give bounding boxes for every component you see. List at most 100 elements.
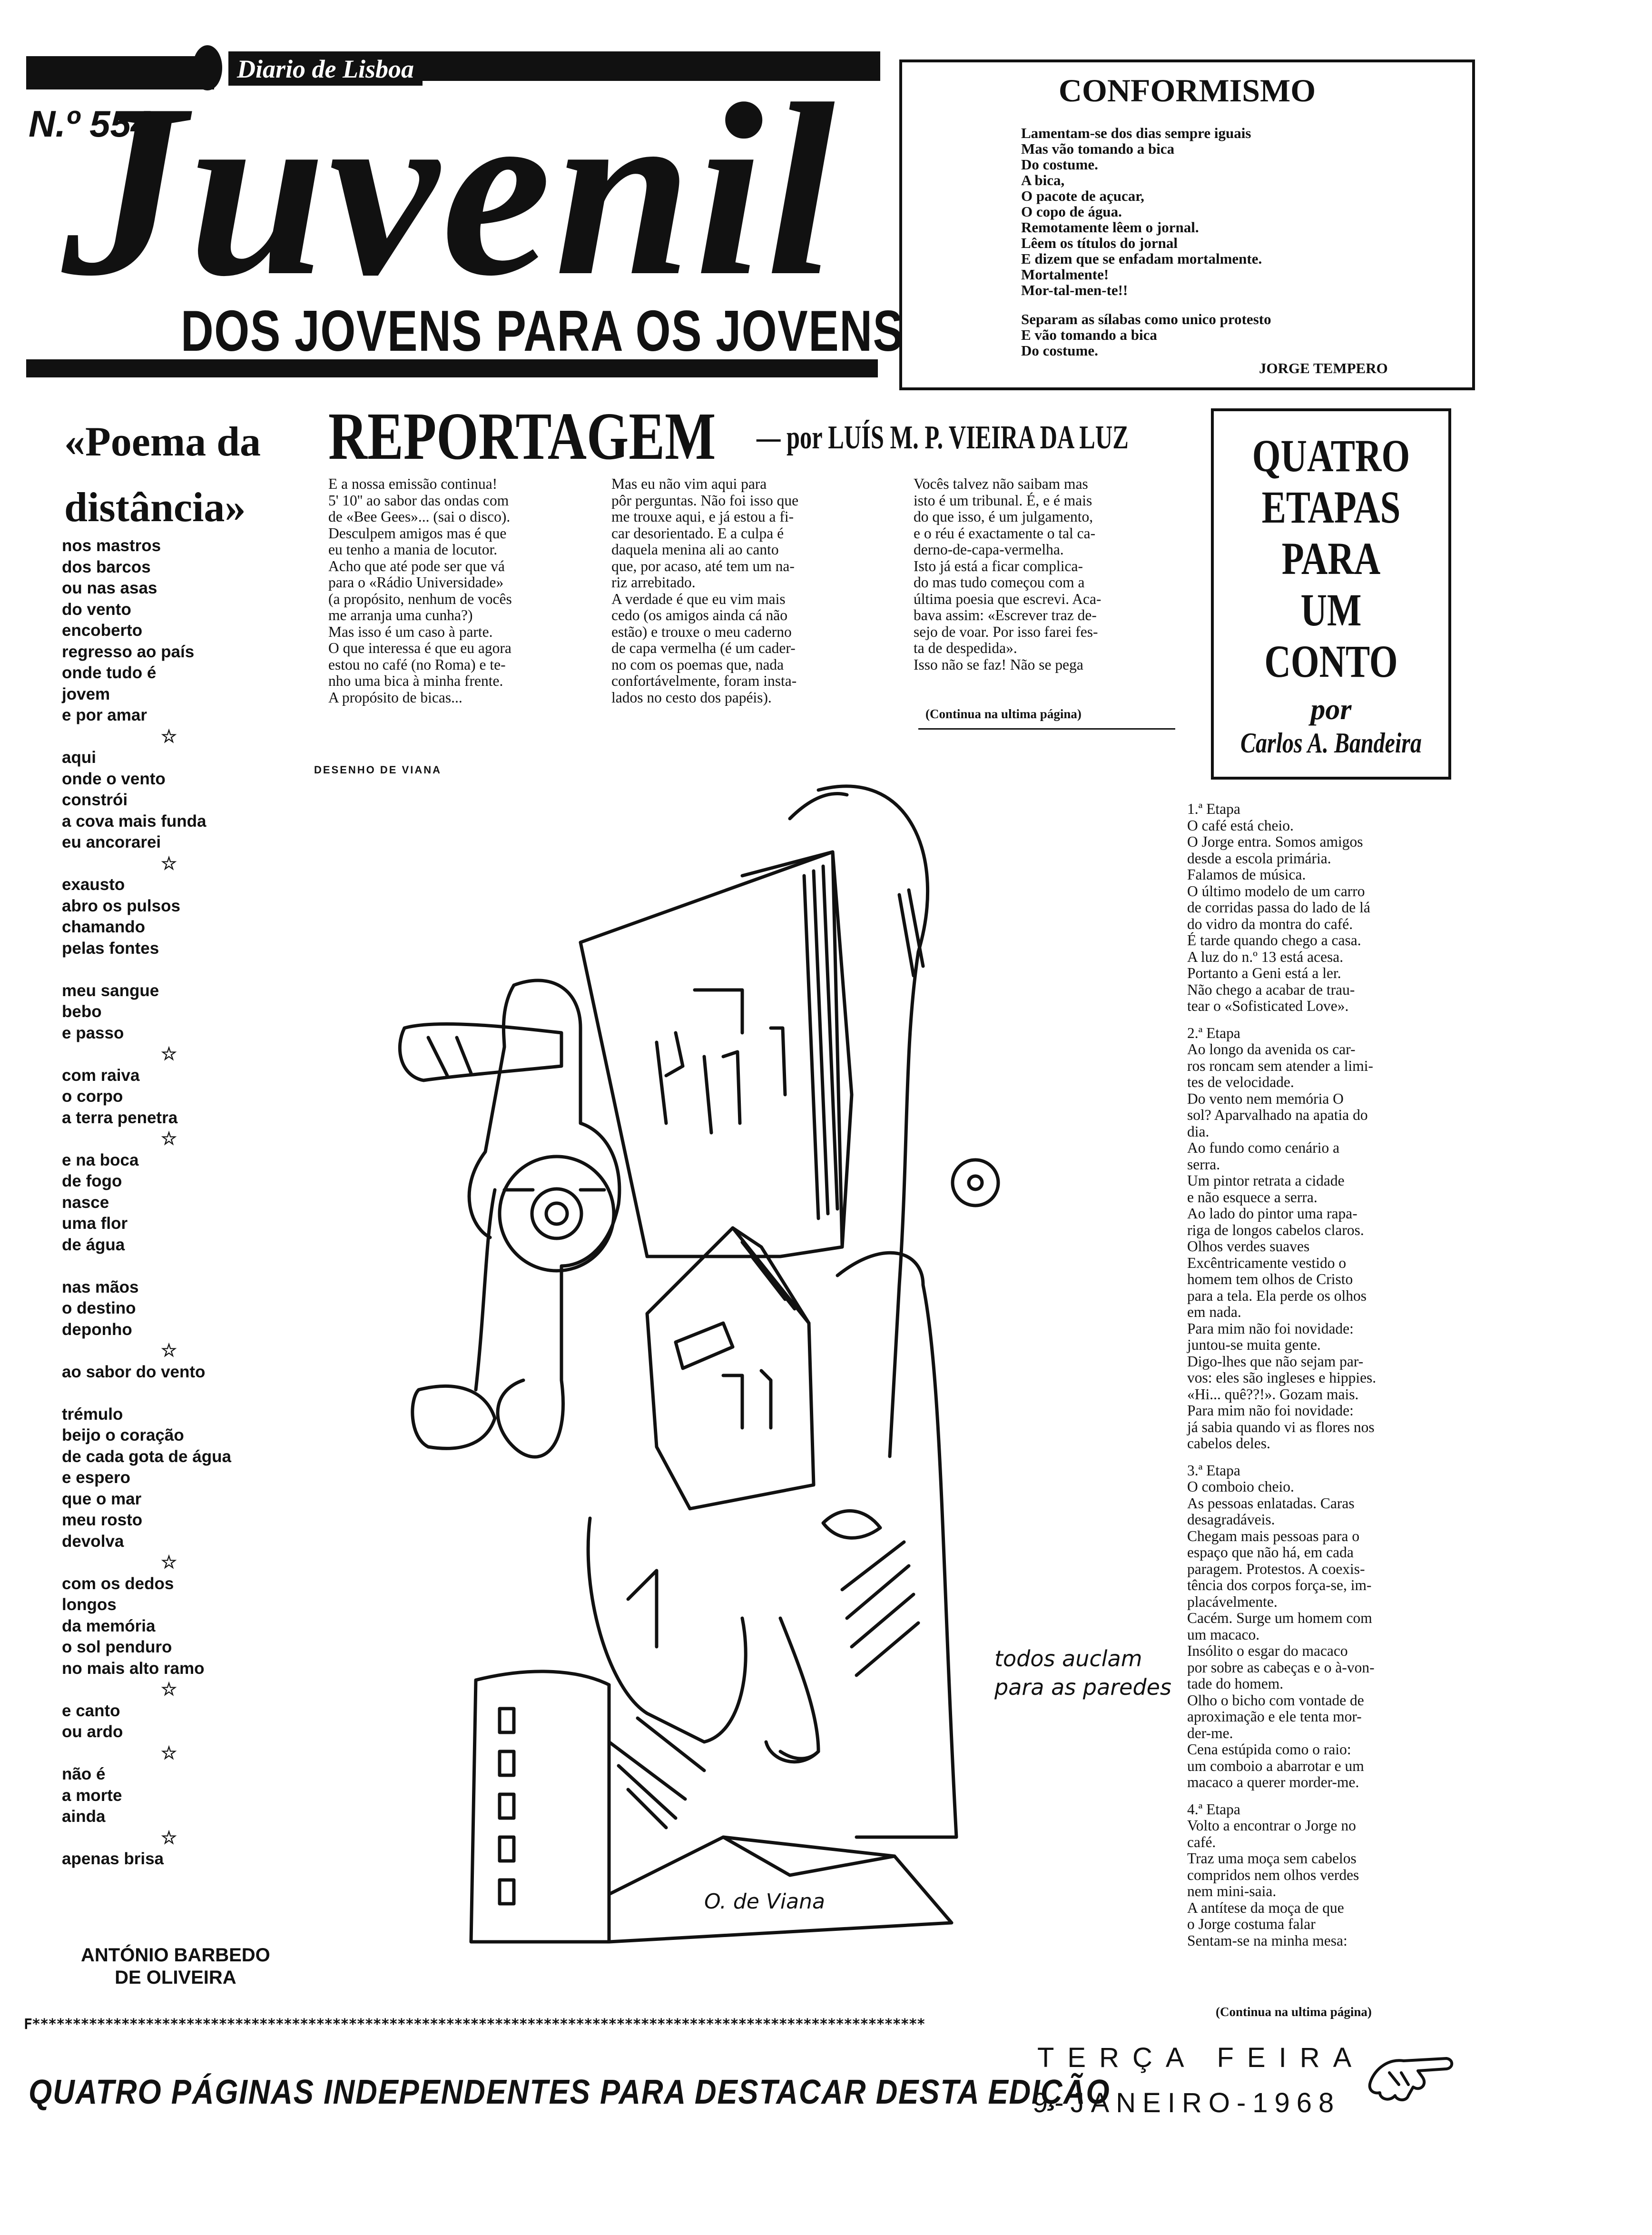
reportagem-line: car desorientado. E a culpa é [611, 524, 784, 542]
conto-line: Cacém. Surge um homem com [1187, 1610, 1372, 1626]
poem-line: não é [62, 1765, 106, 1783]
conto-line: O último modelo de um carro [1187, 882, 1365, 900]
conformismo-line: Remotamente lêem o jornal. [1021, 219, 1199, 236]
conto-line: café. [1187, 1833, 1216, 1850]
poem-line: aqui [62, 748, 96, 767]
drawing-caption-line: para as paredes [994, 1674, 1171, 1700]
reportagem-line: Vocês talvez não saibam mas [914, 475, 1088, 492]
drawing-stroke [426, 1036, 473, 1078]
drawing-stroke [693, 988, 744, 1035]
drawing-stroke [731, 1226, 811, 1325]
reportagem-line: me arranja uma cunha?) [328, 607, 473, 623]
conto-title-line: ETAPAS [1261, 482, 1401, 533]
drawing-stroke [398, 1022, 563, 1082]
poem-author-line: ANTÓNIO BARBEDO [81, 1945, 270, 1966]
conto-line: tear o «Sofisticated Love». [1187, 998, 1349, 1014]
poem-line: a morte [62, 1786, 122, 1805]
poem-line: o destino [62, 1299, 136, 1317]
drawing-stroke [496, 979, 621, 1459]
reportagem-line: do mas tudo começou com a [914, 574, 1085, 591]
conto-line: Traz uma moça sem cabelos [1187, 1850, 1357, 1867]
conto-line: Não chego a acabar de trau- [1187, 981, 1355, 998]
drawing-stroke [721, 1835, 896, 1877]
conto-line: O Jorge entra. Somos amigos [1187, 833, 1363, 850]
conto-line: do vidro da montra do café. [1187, 915, 1353, 932]
star-icon: ☆ [161, 1044, 177, 1064]
poem-line: meu sangue [62, 981, 159, 1000]
drawing-eye [544, 1201, 569, 1226]
drawing-eye [498, 1155, 616, 1273]
drawing-stroke [469, 1670, 611, 1944]
reportagem-line: do que isso, é um julgamento, [914, 508, 1093, 525]
conto-line: Ao longo da avenida os car- [1187, 1041, 1356, 1058]
star-icon: ☆ [161, 1743, 177, 1763]
conformismo-line: O copo de água. [1021, 203, 1122, 220]
poem-line: constrói [62, 791, 128, 809]
reportagem-line: ta de despedida». [914, 640, 1017, 656]
conformismo-box: CONFORMISMO Lamentam-se dos dias sempre … [899, 59, 1475, 390]
conto-line: Ao fundo como cenário a [1187, 1139, 1340, 1156]
reportagem-line: Isso não se faz! Não se pega [914, 656, 1083, 673]
star-icon: ☆ [161, 1341, 177, 1361]
drawing-stroke [674, 1321, 735, 1370]
conformismo-line: E dizem que se enfadam mortalmente. [1021, 250, 1262, 267]
reportagem-line: lados no cesto dos papéis). [611, 689, 772, 706]
drawing-stroke [769, 1026, 787, 1097]
poem-line: e canto [62, 1701, 120, 1720]
poem-line: de fogo [62, 1172, 122, 1190]
stanza-gap [62, 1383, 231, 1404]
conto-line: e não esquece a serra. [1187, 1188, 1318, 1206]
poem-line: onde o vento [62, 769, 166, 788]
conto-line: sol? Aparvalhado na apatia do [1187, 1107, 1368, 1123]
drawing-stroke [778, 1750, 820, 1760]
poem-line: nos mastros [62, 536, 161, 555]
conto-line: Volto a encontrar o Jorge no [1187, 1817, 1356, 1834]
drawing-signature: O. de Viana [704, 1889, 825, 1914]
conto-line: desagradáveis. [1187, 1511, 1275, 1528]
drawing-eye-small [951, 1158, 1000, 1207]
stanza-gap [62, 959, 231, 980]
conto-line: juntou-se muita gente. [1187, 1336, 1321, 1353]
conto-title-line: CONTO [1264, 636, 1398, 687]
poem-line: no mais alto ramo [62, 1659, 205, 1678]
conto-title-line: UM [1300, 584, 1362, 635]
poem-line: deponho [62, 1320, 132, 1339]
reportagem-line: última poesia que escrevi. Aca- [914, 590, 1101, 607]
poem-line: meu rosto [62, 1511, 143, 1529]
reportagem-line: Isto já está a ficar complica- [914, 557, 1083, 574]
drawing-stroke [740, 850, 854, 1249]
reportagem-line: bava assim: «Escrever traz de- [914, 607, 1097, 623]
conto-line: de corridas passa do lado de lá [1187, 899, 1370, 916]
drawing-stroke [821, 1509, 882, 1540]
drawing-caption: todos auclam para as paredes [994, 1644, 1171, 1701]
poem-line: abro os pulsos [62, 896, 180, 915]
footer-weekday: TERÇA FEIRA [1037, 2042, 1365, 2073]
reportagem-byline: — por LUÍS M. P. VIEIRA DA LUZ [757, 419, 1129, 456]
conformismo-title: CONFORMISMO [1058, 72, 1316, 109]
poem-line: jovem [62, 684, 110, 703]
conto-continua: (Continua na ultima página) [1216, 2005, 1372, 2019]
poem-line: eu ancorarei [62, 833, 161, 851]
conto-line: compridos nem olhos verdes [1187, 1866, 1359, 1883]
poem-line: a terra penetra [62, 1108, 178, 1127]
poem-line: encoberto [62, 621, 143, 640]
conto-line: Chegam mais pessoas para o [1187, 1527, 1360, 1544]
drawing-stroke [816, 784, 929, 1458]
star-icon: ☆ [161, 853, 177, 874]
conformismo-line: Mortalmente! [1021, 266, 1109, 283]
poem-author: ANTÓNIO BARBEDO DE OLIVEIRA [81, 1944, 270, 1989]
stanza-gap [62, 1256, 231, 1277]
conto-line: aproximação e ele tenta mor- [1187, 1708, 1362, 1725]
conto-line: macaco a querer morder-me. [1187, 1774, 1359, 1790]
drawing-stroke [836, 1251, 958, 1839]
reportagem-line: Mas isso é um caso à parte. [328, 623, 493, 640]
drawing-stroke [897, 888, 925, 978]
conto-line: vos: eles são ingleses e hippies. [1187, 1369, 1377, 1386]
drawing-stroke [474, 1188, 497, 1392]
conto-line: Sentam-se na minha mesa: [1187, 1932, 1347, 1949]
poem-title-line: distância» [64, 485, 246, 531]
drawing-stroke [840, 1540, 920, 1677]
